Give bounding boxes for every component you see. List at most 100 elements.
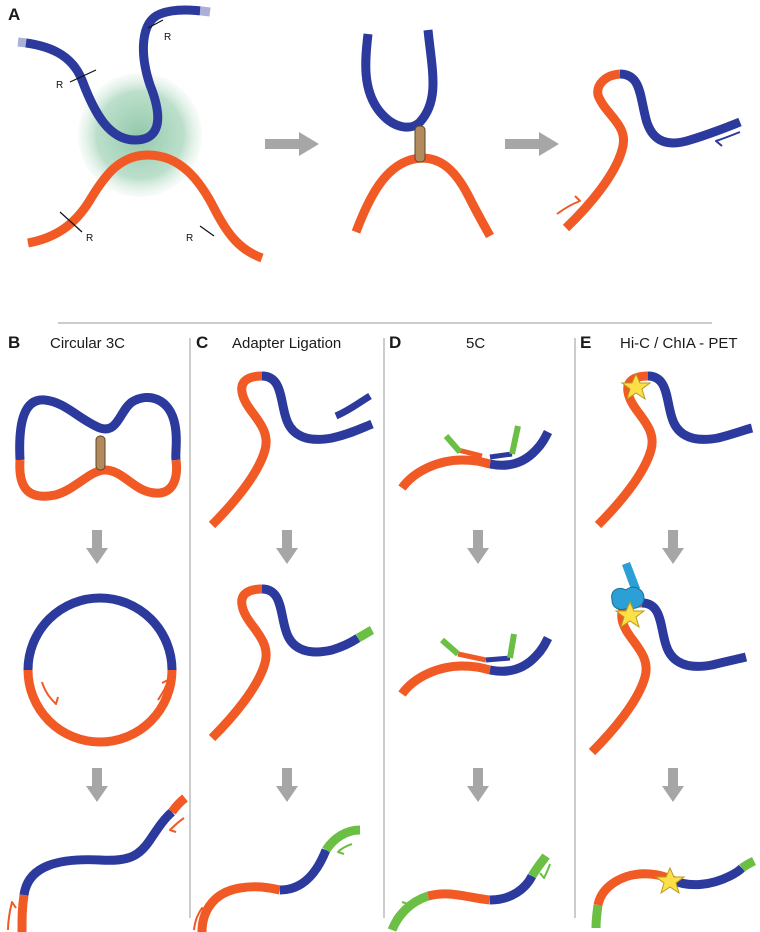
blue-strand-fade-right	[199, 6, 216, 17]
panel-e-step-3	[591, 856, 757, 929]
orange-ligated-segment	[562, 69, 629, 232]
orange-primer-arrow	[7, 901, 17, 931]
panel-c-letter: C	[196, 333, 208, 352]
green-tail-segment	[528, 853, 550, 879]
down-arrow	[86, 530, 108, 564]
blue-fragment	[489, 635, 553, 676]
panel-b-step-3-linear	[7, 794, 188, 932]
crosslink-protein	[414, 125, 426, 163]
down-arrow	[276, 768, 298, 802]
orange-end-segment	[168, 794, 188, 815]
panel-e-title: Hi-C / ChIA - PET	[620, 335, 738, 352]
green-primer-arrow	[539, 863, 551, 879]
panel-d-step-1	[398, 425, 553, 491]
blue-ligated-segment	[619, 69, 742, 148]
down-arrow	[662, 530, 684, 564]
panel-d-letter: D	[389, 333, 401, 352]
green-5c-tail	[443, 434, 463, 454]
panel-a-arrow-2	[505, 132, 559, 156]
orange-primer-arrow	[556, 195, 581, 215]
blue-dna-fragment	[361, 29, 438, 132]
orange-fragment	[208, 371, 271, 529]
orange-loop-strand	[15, 459, 182, 501]
orange-circle-arc	[23, 669, 177, 747]
orange-5c-primer	[457, 651, 487, 663]
panel-e-letter: E	[580, 333, 591, 352]
panel-b-letter: B	[8, 333, 20, 352]
blue-fragment	[647, 371, 754, 444]
antibody-icon	[611, 562, 645, 611]
panel-d-step-2	[398, 633, 553, 697]
blue-separate-fragment	[334, 392, 372, 420]
panel-d-title: 5C	[466, 335, 485, 352]
restriction-site-tick	[59, 211, 83, 233]
panel-d-step-3	[387, 853, 551, 932]
down-arrow	[662, 768, 684, 802]
restriction-site-label: R	[56, 80, 63, 91]
orange-primer-arrow	[157, 679, 169, 701]
green-adapter	[322, 825, 361, 853]
protein-complex-blob	[78, 73, 202, 197]
blue-strand-fade-left	[9, 36, 27, 48]
orange-segment	[426, 889, 491, 905]
down-arrow	[276, 530, 298, 564]
panel-a-ligation-product	[556, 69, 742, 232]
blue-segment	[489, 873, 537, 905]
down-arrow	[467, 530, 489, 564]
blue-fragment	[261, 584, 361, 657]
panel-e-step-1	[594, 371, 754, 529]
orange-primer-arrow	[41, 681, 59, 705]
panel-b-title: Circular 3C	[50, 335, 125, 352]
green-5c-tail	[440, 637, 460, 657]
orange-segment	[197, 882, 281, 932]
panel-c-step-3	[193, 825, 361, 932]
blue-loop-strand	[15, 393, 181, 461]
green-tail-segment	[591, 904, 603, 929]
panel-a-arrow-1	[265, 132, 319, 156]
restriction-site-tick	[147, 19, 164, 29]
restriction-site-tick	[69, 69, 97, 83]
restriction-site-label: R	[164, 32, 171, 43]
orange-dna-strand	[27, 150, 264, 263]
panel-e-step-2	[588, 562, 748, 756]
orange-primer-arrow	[169, 817, 185, 833]
orange-fragment	[398, 455, 492, 491]
panel-a-letter: A	[8, 5, 20, 24]
green-tail-segment	[739, 856, 757, 872]
blue-5c-primer	[485, 655, 511, 663]
biotin-star-icon	[620, 372, 652, 401]
blue-dna-strand	[17, 5, 211, 145]
green-primer-arrow	[393, 901, 409, 919]
panel-c-title: Adapter Ligation	[232, 335, 341, 352]
crosslink-protein	[95, 435, 106, 471]
biotin-star-icon	[654, 866, 686, 895]
panel-a-digested-fragments	[351, 29, 494, 239]
restriction-site-label: R	[86, 233, 93, 244]
down-arrow	[86, 768, 108, 802]
orange-primer-arrow	[193, 907, 207, 931]
green-5c-tail	[509, 425, 521, 455]
orange-end-segment	[17, 894, 29, 932]
orange-fragment	[398, 661, 492, 697]
orange-5c-primer	[457, 447, 483, 459]
blue-segment	[279, 848, 331, 895]
orange-dna-fragment	[351, 153, 494, 239]
panel-c-step-1	[208, 371, 374, 529]
restriction-site-tick	[199, 225, 215, 237]
green-primer-arrow	[337, 843, 353, 855]
blue-fragment	[489, 429, 553, 470]
blue-middle-segment	[19, 808, 176, 896]
restriction-site-label: R	[186, 233, 193, 244]
blue-fragment	[261, 371, 374, 444]
biotin-star-icon	[614, 600, 646, 629]
panel-c-step-2	[208, 584, 375, 742]
down-arrow	[467, 768, 489, 802]
green-tail-segment	[387, 891, 430, 932]
panel-a-crosslinked-chromatin: R R R R	[9, 5, 264, 263]
green-adapter	[355, 625, 375, 643]
orange-fragment	[208, 584, 271, 742]
blue-5c-primer	[489, 451, 513, 460]
blue-circle-arc	[23, 593, 177, 671]
blue-primer-arrow	[715, 131, 741, 147]
